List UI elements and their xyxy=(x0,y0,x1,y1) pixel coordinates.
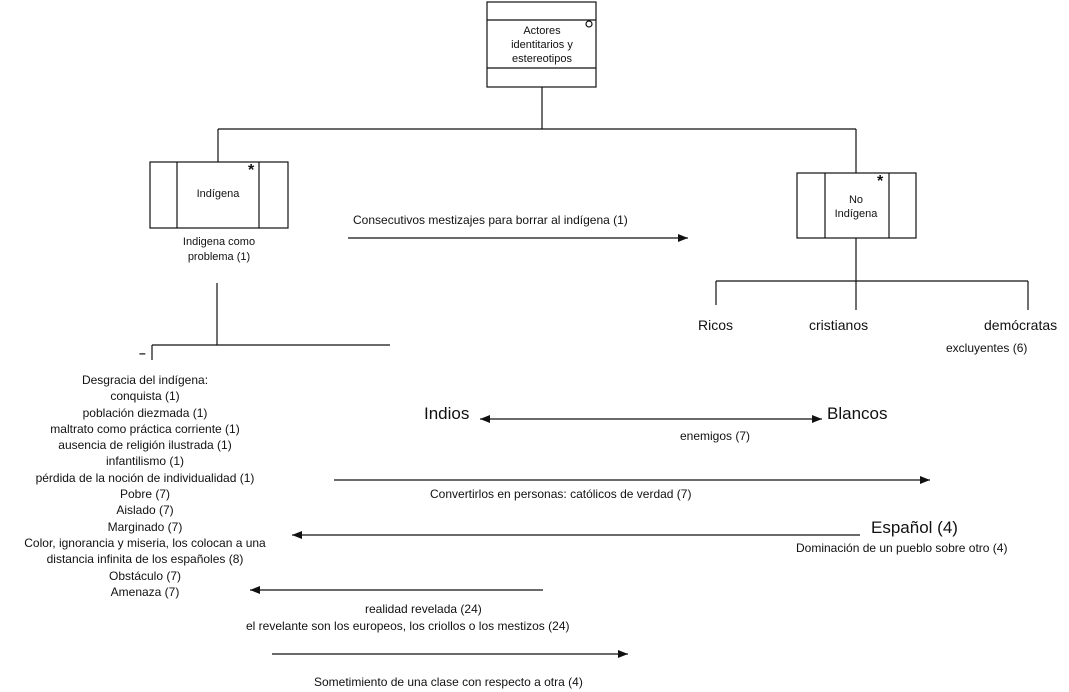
label-indios: Indios xyxy=(424,404,470,423)
label-espanol: Español (4) xyxy=(871,518,958,537)
tree-connectors xyxy=(151,87,1029,360)
list-item: Marginado (7) xyxy=(107,519,183,534)
list-item: conquista (1) xyxy=(110,389,180,404)
no-indigena-node-label: No Indígena xyxy=(834,194,878,220)
label-mestizajes: Consecutivos mestizajes para borrar al i… xyxy=(353,213,628,227)
root-node-box xyxy=(486,1,597,88)
label-blancos: Blancos xyxy=(827,404,888,423)
list-item: Obstáculo (7) xyxy=(108,568,182,583)
list-item: ausencia de religión ilustrada (1) xyxy=(58,438,232,453)
list-item: Aislado (7) xyxy=(116,503,174,518)
indigena-minus-sign: – xyxy=(139,346,146,360)
indigena-node-box xyxy=(149,161,289,229)
no-indigena-node-box xyxy=(796,172,917,239)
indigena-star-icon: * xyxy=(248,162,255,179)
list-item: Desgracia del indígena: xyxy=(81,373,209,387)
desgracia-list: Desgracia del indígena: conquista (1) po… xyxy=(0,372,290,600)
no-indigena-star-icon: * xyxy=(877,173,884,190)
indigena-note: Indigena como problema (1) xyxy=(182,236,256,263)
leaf-democratas: demócratas xyxy=(984,317,1058,333)
leaf-excluyentes: excluyentes (6) xyxy=(946,341,1028,355)
list-item: Amenaza (7) xyxy=(110,584,180,599)
list-item: población diezmada (1) xyxy=(82,405,208,420)
root-node-label: Actores identitarios y estereotipos xyxy=(511,25,573,65)
label-dominacion: Dominación de un pueblo sobre otro (4) xyxy=(796,541,1008,555)
label-enemigos: enemigos (7) xyxy=(680,429,751,443)
list-item: distancia infinita de los españoles (8) xyxy=(46,552,244,567)
list-item: maltrato como práctica corriente (1) xyxy=(50,421,240,436)
indigena-node-label: Indígena xyxy=(196,188,240,200)
list-item: pérdida de la noción de individualidad (… xyxy=(35,470,255,485)
list-item: infantilismo (1) xyxy=(105,454,185,469)
leaf-ricos: Ricos xyxy=(698,317,734,333)
list-item: Color, ignorancia y miseria, los colocan… xyxy=(24,535,266,550)
leaf-cristianos: cristianos xyxy=(809,317,869,333)
label-sometimiento: Sometimiento de una clase con respecto a… xyxy=(314,675,583,689)
label-realidad: realidad revelada (24) xyxy=(365,602,482,616)
label-revelante: el revelante son los europeos, los criol… xyxy=(246,619,570,633)
list-item: Pobre (7) xyxy=(119,487,171,502)
label-convertirlos: Convertirlos en personas: católicos de v… xyxy=(430,487,692,501)
